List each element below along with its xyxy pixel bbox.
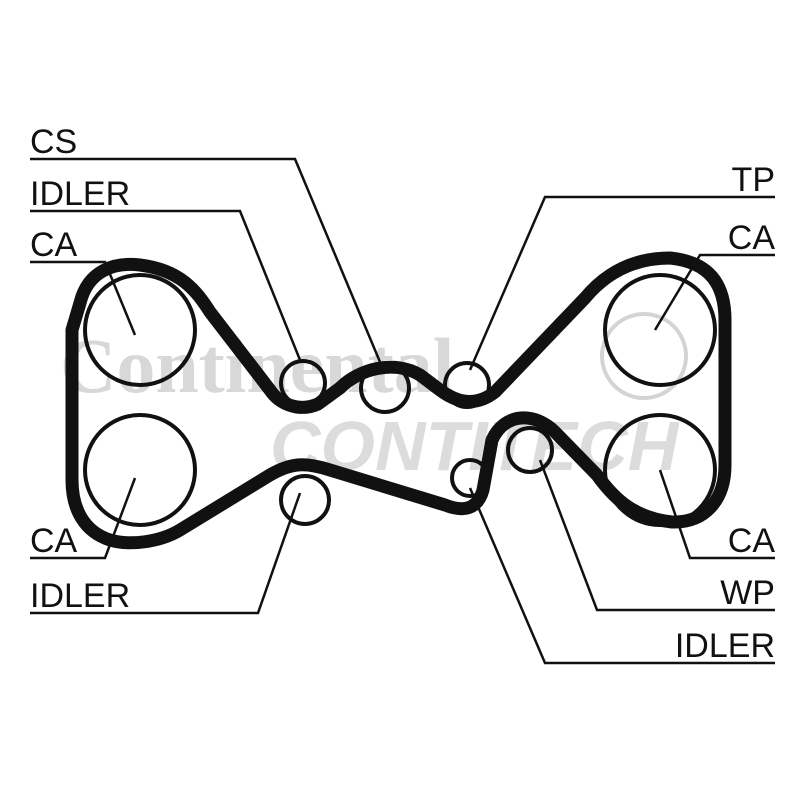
cam-pulley-top-left [83,273,197,387]
label-ca-top-right: CA [728,219,776,257]
idler-pulley-bottom-right [450,458,490,498]
label-ca-bottom-right: CA [728,522,776,560]
watermark: Continental CONTITECH [60,312,688,485]
label-ca-bottom-left: CA [30,522,78,560]
label-idler-top: IDLER [30,175,130,213]
leader-idler-top [30,209,302,361]
leader-idler-bottom-left [30,492,302,615]
leader-tp [468,195,775,371]
tensioner-pulley [443,361,491,409]
idler-pulley-top [279,359,327,407]
label-idler-bottom-right: IDLER [675,627,775,665]
leader-idler-bottom-right [468,487,775,665]
watermark-seal [600,312,688,400]
cam-pulley-top-right [603,273,717,387]
leader-ca-bottom-right [658,469,775,560]
leader-ca-top-right [653,253,775,331]
label-tp: TP [732,161,775,199]
cam-pulley-bottom-right [603,413,717,527]
timing-belt [65,251,732,550]
idler-pulley-bottom-left [279,474,331,526]
cam-pulley-bottom-left [83,413,197,527]
label-cs: CS [30,123,77,161]
water-pump-pulley [506,426,554,474]
crank-pulley [359,362,411,414]
leader-wp [538,459,775,612]
leader-ca-top-left [30,260,137,336]
label-ca-top-left: CA [30,226,78,264]
leader-ca-bottom-left [30,477,137,560]
leader-cs [30,157,382,363]
label-idler-bottom-left: IDLER [30,577,130,615]
label-wp: WP [720,574,775,612]
